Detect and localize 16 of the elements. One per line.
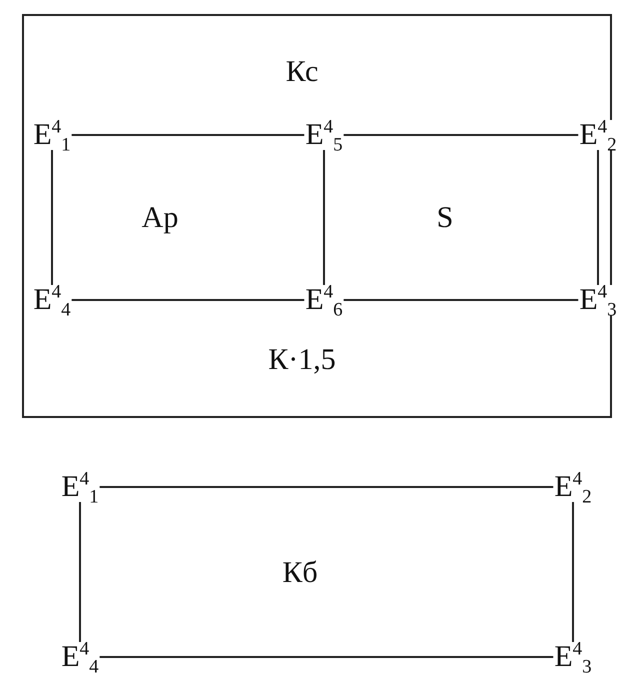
connector-line <box>79 502 81 642</box>
connector-line <box>72 134 304 136</box>
area-label: S <box>436 203 454 233</box>
connector-line <box>344 299 578 301</box>
region-label: Кс <box>284 57 320 87</box>
connector-line <box>100 486 554 488</box>
connector-line <box>100 656 554 658</box>
connector-line <box>344 134 578 136</box>
connector-line <box>51 150 53 285</box>
area-label: Кб <box>281 558 319 588</box>
connector-line <box>72 299 304 301</box>
region-label: К·1,5 <box>267 345 337 375</box>
connector-line <box>597 150 599 285</box>
area-label: Ap <box>140 203 180 233</box>
connector-line <box>323 150 325 285</box>
connector-line <box>572 502 574 642</box>
